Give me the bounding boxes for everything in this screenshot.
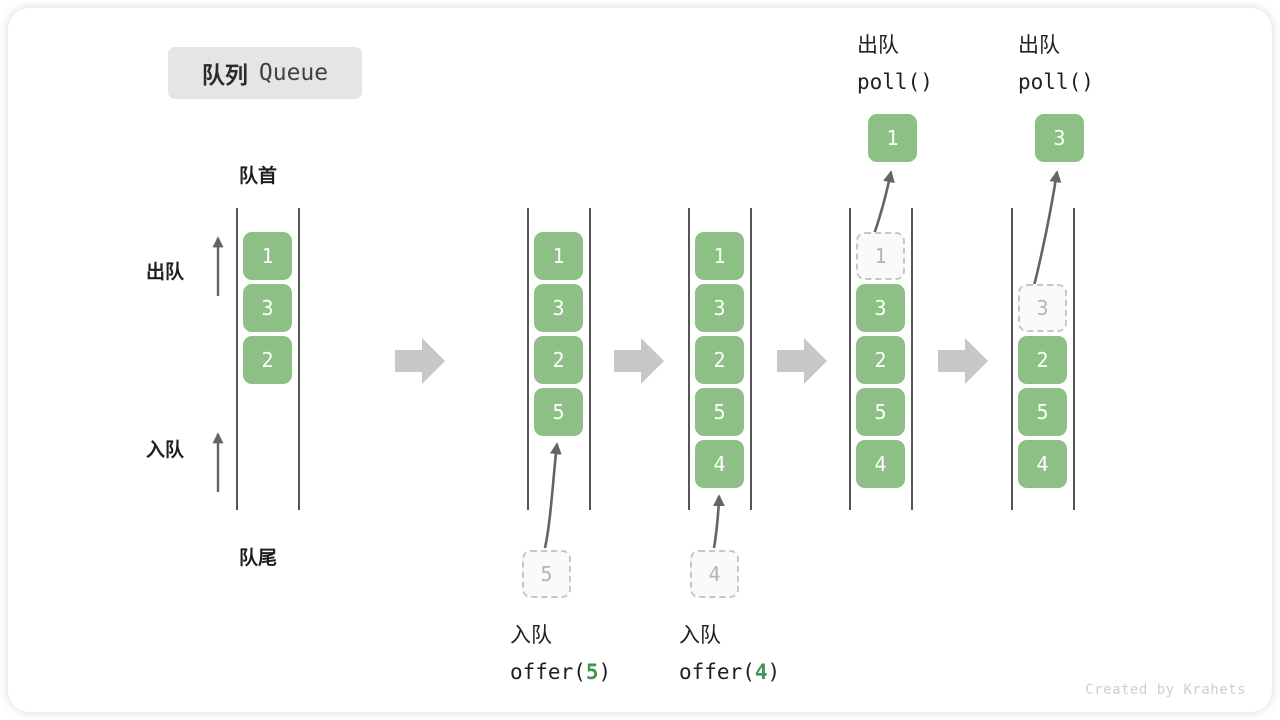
- queue-cell: 3: [243, 284, 292, 332]
- queue-cell: 1: [243, 232, 292, 280]
- step-arrow-3: [777, 338, 827, 384]
- queue-cell: 1: [856, 232, 905, 280]
- offer-4-caption: 入队 offer(4): [679, 618, 780, 690]
- offer-4-caption-cn: 入队: [679, 624, 721, 647]
- offer-5-caption-cn: 入队: [510, 624, 552, 647]
- offer-4-code-value: 4: [754, 660, 768, 684]
- step-arrow-4: [938, 338, 988, 384]
- queue-cell: 2: [856, 336, 905, 384]
- offer-5-arrow: [543, 442, 562, 549]
- step-arrows: [395, 338, 988, 384]
- offer-5-caption: 入队 offer(5): [510, 618, 611, 690]
- queue-cell: 2: [1018, 336, 1067, 384]
- incoming-ghost-cell: 4: [690, 550, 739, 598]
- title-en: Queue: [258, 60, 329, 86]
- poll-1-caption-code: poll(): [857, 70, 933, 94]
- offer-5-code-value: 5: [585, 660, 599, 684]
- title-badge: 队列 Queue: [168, 47, 362, 99]
- queue-tail-label: 队尾: [239, 548, 278, 569]
- title-cn: 队列: [201, 62, 248, 88]
- queue-cell: 5: [856, 388, 905, 436]
- queue-cell: 3: [856, 284, 905, 332]
- queue-cell: 5: [534, 388, 583, 436]
- queue-cell: 3: [1018, 284, 1067, 332]
- offer-5-caption-code: offer(5): [510, 654, 611, 690]
- dequeue-label: 出队: [146, 262, 185, 283]
- queue-cell: 3: [534, 284, 583, 332]
- queue-cell: 1: [695, 232, 744, 280]
- enqueue-label: 入队: [146, 440, 185, 461]
- poll-3-caption-code: poll(): [1018, 70, 1094, 94]
- step-arrow-2: [614, 338, 664, 384]
- poll-3-arrow: [1031, 170, 1062, 291]
- popped-cell: 3: [1035, 114, 1084, 162]
- step-arrow-1: [395, 338, 445, 384]
- queue-cell: 2: [695, 336, 744, 384]
- popped-cell: 1: [868, 114, 917, 162]
- offer-5-code-suffix: ): [598, 660, 612, 684]
- poll-3-caption-cn: 出队: [1018, 34, 1060, 57]
- poll-1-caption-cn: 出队: [857, 34, 899, 57]
- queue-cell: 2: [534, 336, 583, 384]
- queue-rails: [236, 208, 1075, 510]
- queue-cell: 4: [1018, 440, 1067, 488]
- credit-text: Created by Krahets: [1085, 682, 1246, 698]
- poll-1-arrow: [870, 170, 895, 241]
- offer-4-caption-code: offer(4): [679, 654, 780, 690]
- offer-4-code-prefix: offer(: [679, 660, 755, 684]
- offer-4-arrow: [712, 494, 725, 549]
- queue-cell: 3: [695, 284, 744, 332]
- queue-cell: 2: [243, 336, 292, 384]
- queue-cell: 1: [534, 232, 583, 280]
- offer-5-code-prefix: offer(: [510, 660, 586, 684]
- queue-cell: 4: [695, 440, 744, 488]
- queue-cell: 4: [856, 440, 905, 488]
- queue-cell: 5: [695, 388, 744, 436]
- poll-3-caption: 出队 poll(): [1018, 28, 1094, 100]
- queue-cell: 5: [1018, 388, 1067, 436]
- incoming-ghost-cell: 5: [522, 550, 571, 598]
- offer-4-code-suffix: ): [767, 660, 781, 684]
- poll-1-caption: 出队 poll(): [857, 28, 933, 100]
- queue-head-label: 队首: [239, 166, 278, 187]
